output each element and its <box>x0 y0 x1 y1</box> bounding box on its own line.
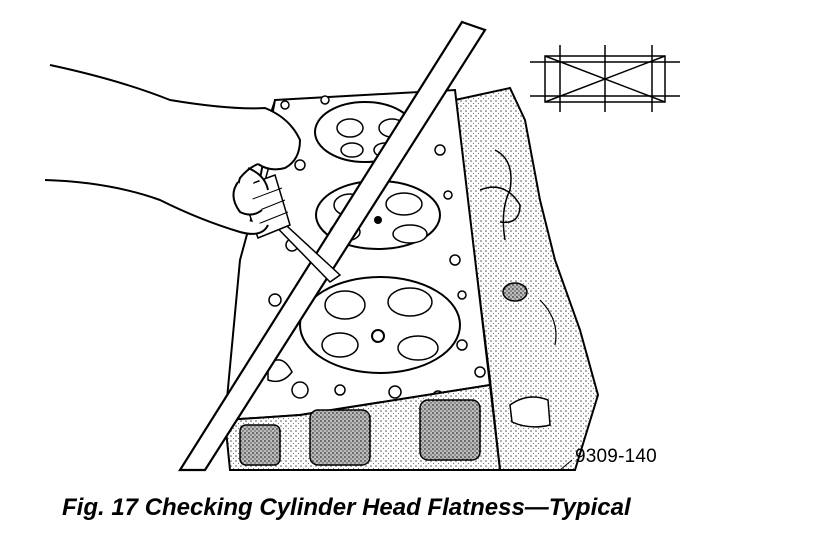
straightedge <box>178 20 487 472</box>
hand <box>44 64 301 235</box>
cylinder-head-illustration <box>44 20 680 472</box>
combustion-chamber <box>299 276 461 374</box>
figure-caption: Fig. 17 Checking Cylinder Head Flatness—… <box>62 494 631 521</box>
cylinder-head-ports <box>223 383 551 471</box>
reference-leader-line <box>559 459 573 471</box>
flatness-symbol <box>530 45 680 112</box>
figure-reference-code: 9309-140 <box>575 446 657 467</box>
